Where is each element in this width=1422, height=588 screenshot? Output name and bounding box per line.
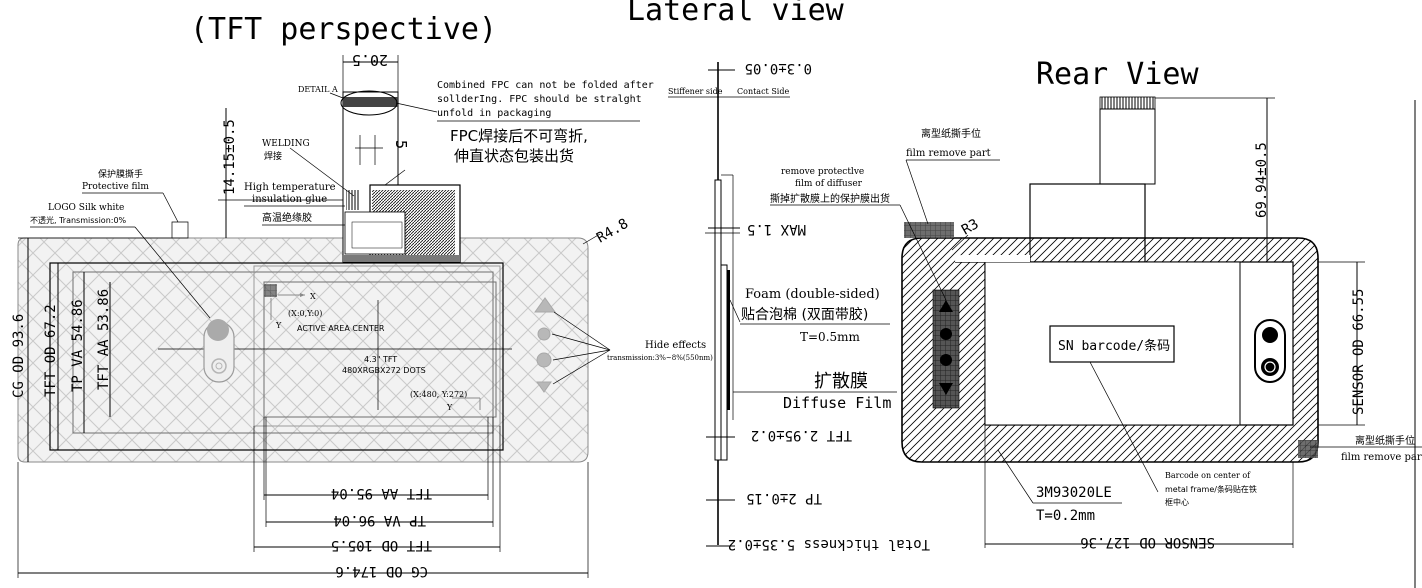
total-thickness: Total thickness 5.35±0.2	[728, 536, 930, 552]
tft-od-horizontal: TFT OD 105.5	[331, 537, 432, 553]
lateral-tp-layer	[714, 179, 722, 461]
rear-fpc-tail	[1099, 108, 1156, 185]
fpc-note-en-1: Combined FPC can not be folded after	[437, 80, 654, 91]
tp-thickness: TP 2±0.15	[746, 490, 822, 506]
remove-film-2: film of diffuser	[795, 179, 863, 189]
lateral-view: 0.3±0.05 Stiffener side Contact Side MAX…	[668, 60, 930, 552]
hide-effects: Hide effects	[645, 340, 706, 351]
tft-od-vertical: TFT OD 67.2	[43, 304, 59, 397]
diffuse-cn: 扩散膜	[814, 371, 868, 392]
protective-en: Protective film	[82, 182, 149, 192]
release-en-top: film remove part	[906, 148, 991, 159]
opaque-label: 不透光, Transmission:0%	[30, 215, 127, 225]
release-tab-bottom	[1298, 440, 1318, 458]
tp-va-vertical: TP VA 54.86	[70, 299, 86, 392]
active-area-center: ACTIVE AREA CENTER	[297, 324, 385, 333]
sn-barcode-label: SN barcode/条码	[1058, 338, 1170, 354]
hide-trans: transmission:3%~8%(550nm)	[607, 354, 713, 362]
tp-va-outline	[72, 271, 494, 434]
welding-cn: 焊接	[264, 150, 282, 162]
stiffener-side: Stiffener side	[668, 87, 723, 96]
barcode-note-3: 框中心	[1165, 497, 1189, 507]
ht-glue-1: High temperature	[244, 182, 336, 193]
foam-thickness: T=0.5mm	[800, 330, 861, 344]
lateral-tft-layer	[720, 264, 728, 461]
tft-aa-vertical: TFT AA 53.86	[96, 289, 112, 390]
ht-glue-cn: 高温绝缘胶	[262, 211, 312, 224]
sensor-od-vertical: SENSOR OD 66.55	[1351, 289, 1367, 415]
end-coord: (X:480, Y:272)	[410, 390, 467, 399]
fpc-note-en-2: sollderIng. FPC should be stralght	[437, 94, 642, 105]
remove-film-1: remove protectlve	[781, 167, 864, 177]
tft-outline	[49, 262, 504, 451]
foam-cn: 贴合泡棉 (双面带胶)	[741, 306, 868, 323]
contact-side: Contact Side	[737, 87, 789, 96]
fpc-note-cn-1: FPC焊接后不可弯折,	[450, 127, 588, 145]
release-cn-top: 离型纸撕手位	[921, 127, 981, 140]
dots-label: 480XRGBX272 DOTS	[342, 366, 426, 375]
barcode-note-1: Barcode on center of	[1165, 471, 1251, 480]
tape-label: 3M93020LE	[1036, 485, 1112, 501]
r4-8-label: R4.8	[594, 216, 631, 247]
cover-glass	[17, 237, 589, 463]
fpc-note-en-3: unfold in packaging	[437, 108, 551, 119]
tft-aa-horizontal: TFT AA 95.04	[331, 485, 432, 501]
axis-x-top: X	[310, 292, 316, 301]
rear-view: SN barcode/条码 离型纸撕手位 film remove part re…	[770, 96, 1422, 588]
sensor-od-horizontal: SENSOR OD 127.36	[1080, 534, 1215, 550]
max-1-5: MAX 1.5	[747, 221, 806, 237]
cg-od-vertical: CG OD 93.6	[11, 314, 27, 398]
foam-en: Foam (double-sided)	[745, 287, 880, 302]
dim-20-5: 20.5	[352, 51, 388, 69]
title-tft-perspective: (TFT perspective)	[190, 12, 497, 47]
cg-od-horizontal: CG OD 174.6	[335, 563, 428, 579]
release-en-bottom: film remove part	[1341, 452, 1422, 463]
detail-a-label: DETAIL A	[298, 85, 338, 94]
tp-va-horizontal: TP VA 96.04	[333, 512, 426, 528]
diffuse-en: Diffuse Film	[783, 394, 891, 412]
hidden-icons	[534, 297, 556, 393]
release-cn-bottom: 离型纸撕手位	[1355, 434, 1415, 447]
rear-fpc-contacts	[1099, 96, 1156, 110]
front-view: 20.5 5 14.15±0.5 DETAIL A Combined FPC c…	[11, 51, 713, 579]
fpc-contacts	[343, 97, 398, 107]
axis-y-right: Y	[446, 403, 453, 412]
dim-0-3: 0.3±0.05	[745, 60, 812, 76]
dim-69-94: 69.94±0.5	[1254, 142, 1270, 218]
dim-14-15: 14.15±0.5	[222, 119, 238, 195]
ht-glue-2: insulation glue	[252, 194, 327, 205]
tft-size: 4.3" TFT	[364, 355, 397, 364]
release-tab-top	[904, 222, 954, 238]
logo-silk: LOGO Silk white	[48, 203, 124, 213]
barcode-note-2: metal frame/条码贴在铁	[1165, 484, 1257, 494]
lateral-foam	[727, 270, 730, 410]
remove-film-cn: 撕掉扩散膜上的保护膜出货	[770, 192, 890, 205]
welding-en: WELDING	[262, 139, 310, 149]
dim-5: 5	[392, 140, 410, 149]
tape-thickness: T=0.2mm	[1036, 508, 1095, 524]
fpc-note-cn-2: 伸直状态包装出货	[454, 147, 574, 165]
axis-y-left: Y	[275, 321, 282, 330]
origin-coord: (X:0,Y:0)	[288, 309, 322, 318]
tft-thickness: TFT 2.95±0.2	[751, 427, 852, 443]
protective-cn: 保护膜撕手	[98, 168, 143, 180]
r3-label: R3	[959, 216, 982, 238]
title-rear-view: Rear View	[1036, 57, 1199, 92]
tft-aa-outline	[263, 281, 497, 418]
sn-barcode-box	[1049, 325, 1175, 363]
title-lateral-view: Lateral view	[627, 0, 845, 28]
